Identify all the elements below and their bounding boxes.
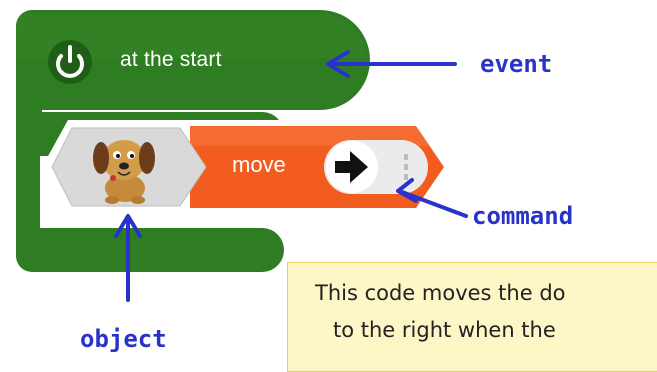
move-label: move — [232, 152, 286, 177]
annotation-arrows — [114, 50, 468, 302]
explanation-note: This code moves the do to the right when… — [287, 262, 657, 372]
direction-dropdown[interactable] — [324, 140, 428, 194]
event-annotation: event — [480, 50, 553, 78]
note-line-1: This code moves the do — [315, 281, 566, 305]
event-label: at the start — [120, 48, 222, 71]
dog-icon — [93, 140, 155, 204]
command-annotation: command — [472, 202, 574, 230]
power-icon — [48, 40, 92, 84]
code-diagram: at the start move event command object T… — [15, 10, 657, 372]
block-graphics — [15, 10, 468, 302]
right-arrow-icon — [335, 151, 368, 183]
object-annotation: object — [80, 325, 167, 353]
note-line-2: to the right when the — [333, 318, 556, 342]
